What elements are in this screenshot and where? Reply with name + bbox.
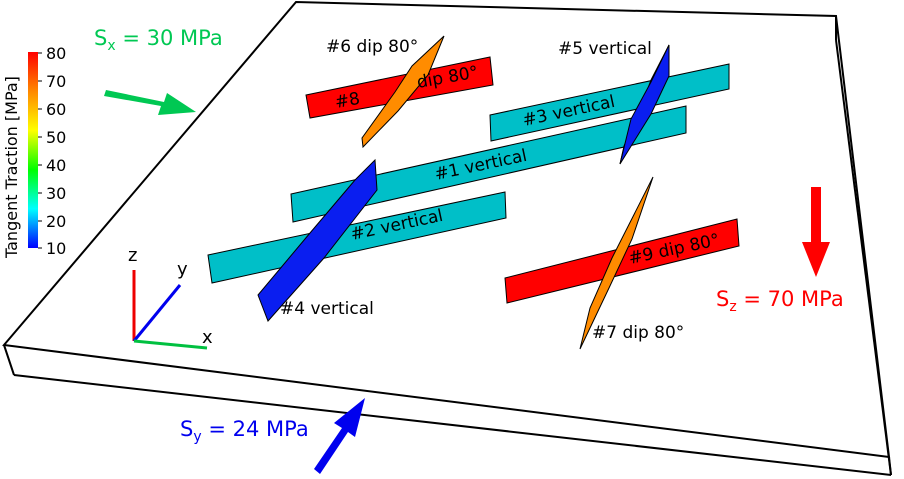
stress-sz-label: Sz = 70 MPa <box>716 287 844 315</box>
axis-y-label: y <box>177 259 188 280</box>
domain-edge-left <box>3 344 15 376</box>
stress-sx: Sx = 30 MPa <box>94 26 223 115</box>
domain-bottom-edge <box>13 374 892 476</box>
fracture-7 <box>579 176 654 350</box>
colorbar-tick-20: 20 <box>46 212 66 231</box>
colorbar-tick-30: 30 <box>46 184 66 203</box>
axis-x-label: x <box>202 327 213 348</box>
colorbar-tick-40: 40 <box>46 156 66 175</box>
domain-edge-back-right <box>835 39 892 476</box>
fracture-7-label: #7 dip 80° <box>592 323 684 343</box>
coordinate-axes: z y x <box>128 245 213 350</box>
fracture-8-label: #8 <box>333 89 361 113</box>
axis-y <box>132 284 182 342</box>
colorbar-tick-80: 80 <box>46 44 66 63</box>
stress-sx-label: Sx = 30 MPa <box>94 26 223 54</box>
domain-box <box>2 0 892 476</box>
stress-sy-label: Sy = 24 MPa <box>180 417 309 445</box>
fracture-4 <box>257 158 378 322</box>
stress-sz: Sz = 70 MPa <box>716 187 844 315</box>
stress-sy-arrow <box>314 398 365 474</box>
fracture-3 <box>489 63 730 142</box>
colorbar-tick-70: 70 <box>46 72 66 91</box>
colorbar-tick-50: 50 <box>46 128 66 147</box>
fracture-6-label: #6 dip 80° <box>326 37 418 57</box>
colorbar-tick-60: 60 <box>46 100 66 119</box>
fracture-1 <box>290 105 687 223</box>
colorbar-gradient <box>28 52 38 248</box>
axis-x <box>133 339 208 350</box>
axis-z-label: z <box>128 245 137 266</box>
colorbar-tick-10: 10 <box>46 239 66 258</box>
fracture-4-label: #4 vertical <box>280 299 374 319</box>
stress-sy: Sy = 24 MPa <box>180 398 365 474</box>
stress-sx-arrow <box>104 90 196 115</box>
fracture-2 <box>207 191 507 284</box>
stress-sz-arrow <box>802 187 830 277</box>
fracture-6 <box>361 35 445 149</box>
colorbar-title: Tangent Traction [MPa] <box>2 76 21 259</box>
fracture-5-upper <box>619 44 670 165</box>
colorbar: 80 70 60 50 40 30 20 10 Tangent Traction… <box>2 44 66 259</box>
fracture-5-label: #5 vertical <box>558 39 652 59</box>
